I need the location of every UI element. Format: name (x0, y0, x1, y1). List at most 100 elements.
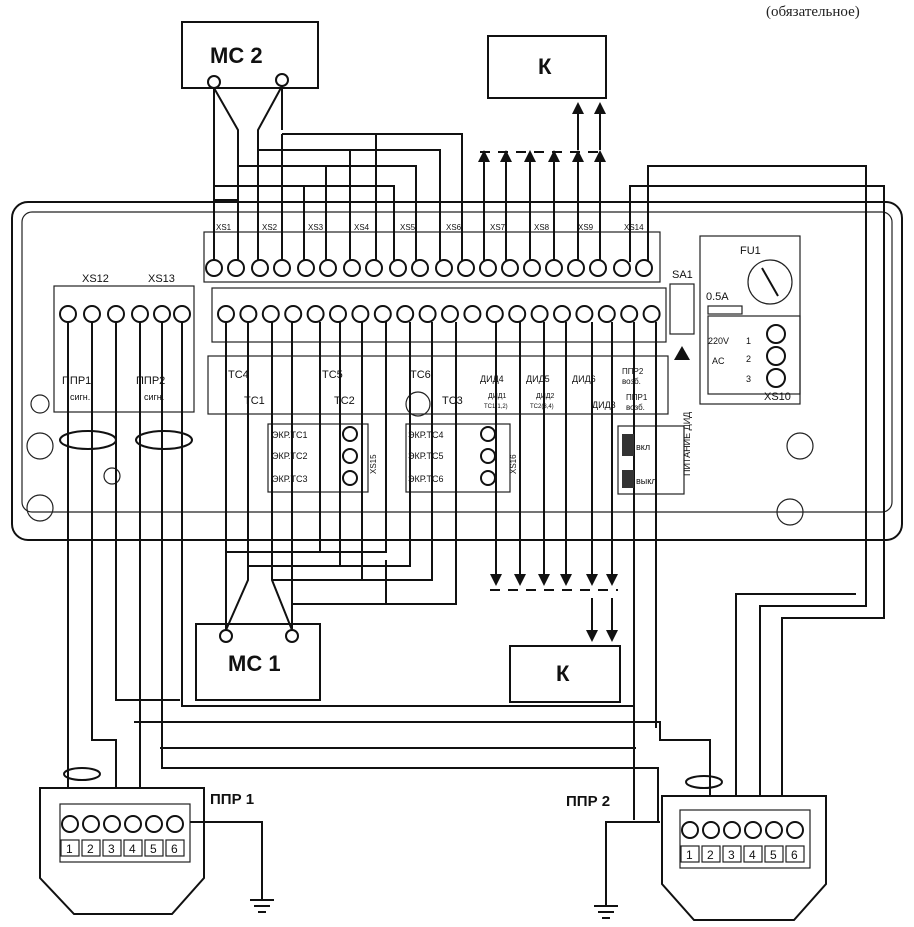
screw-terminal (205, 259, 223, 277)
screw-terminal (553, 305, 571, 323)
screen-tc5: ЭКР.ТС5 (408, 451, 444, 461)
switch-off-icon (622, 470, 634, 488)
xs-top-label: XS14 (624, 223, 644, 232)
switch-off-label: выкл (636, 476, 657, 486)
xs16-label: XS16 (509, 454, 518, 474)
ppr-terminal-box (722, 845, 742, 863)
appendix-note: (обязательное) (766, 4, 860, 20)
ppr-terminal-box (785, 845, 805, 863)
ppr2-signal-label: ППР2 (136, 375, 165, 387)
screw-terminal (613, 259, 631, 277)
ppr2-excitation-sub: возб. (622, 377, 641, 386)
screw-terminal (343, 259, 361, 277)
ppr-signal-block (53, 285, 195, 413)
xs10-label: XS10 (764, 391, 791, 403)
xs-top-label: XS1 (216, 223, 232, 232)
screw-terminal (329, 305, 347, 323)
screw-terminal (319, 259, 337, 277)
did4-label: ДИД4 (480, 374, 504, 384)
ppr-screw-terminal (681, 821, 699, 839)
screen-tc1: ЭКР.ТС1 (272, 430, 308, 440)
mc2-label: МС 2 (210, 43, 263, 68)
did3-label: ДИД3 (592, 400, 616, 410)
ppr1-signal-sub: сигн. (70, 392, 90, 402)
ppr-terminal-box (144, 839, 164, 857)
warning-triangle-icon (674, 346, 690, 360)
ppr-terminal-box (743, 845, 763, 863)
voltage-label: 220V (708, 336, 729, 346)
screen-tc2: ЭКР.ТС2 (272, 451, 308, 461)
ppr-screw-terminal (166, 815, 184, 833)
ppr-screw-terminal (723, 821, 741, 839)
ppr1-excitation-label: ППР1 (626, 393, 648, 402)
did1-label: ДИД1 (488, 393, 507, 400)
xs10-block (707, 315, 801, 395)
ppr-terminal-number: 1 (686, 848, 693, 862)
xs10-pin-2: 2 (746, 354, 751, 364)
tc4-label: ТС4 (228, 369, 249, 381)
sa1-label: SA1 (672, 269, 693, 281)
screen-terminals (342, 426, 496, 486)
screw-terminal (365, 259, 383, 277)
mounting-holes (26, 391, 814, 526)
ppr-screw-terminal (702, 821, 720, 839)
screw-terminal (306, 305, 325, 323)
ppr-screw-terminal (765, 821, 783, 839)
ppr-terminal-number: 5 (770, 848, 777, 862)
screen-tc6: ЭКР.ТС6 (408, 474, 444, 484)
screw-terminal (620, 305, 639, 323)
xs16-block (405, 423, 511, 493)
screw-terminal (545, 259, 563, 277)
k-top-block (487, 35, 607, 99)
xs-top-label: XS9 (578, 223, 594, 232)
ppr-power-switch-block (617, 425, 685, 495)
ppr-screw-terminal (61, 815, 79, 833)
ppr-screw-terminal (145, 815, 163, 833)
ppr1-unit (39, 787, 205, 915)
ppr-terminal-box (764, 845, 784, 863)
fuse-slot (761, 267, 779, 297)
screw-terminal (463, 305, 482, 323)
xs-top-label: XS2 (262, 223, 278, 232)
xs10-pin-3: 3 (746, 374, 751, 384)
tc3-label: ТС3 (442, 395, 463, 407)
ppr1-signal-label: ППР1 (62, 375, 91, 387)
mc1-terminal-1 (219, 629, 233, 643)
ppr-terminal-number: 6 (791, 848, 798, 862)
ppr2-title: ППР 2 (566, 793, 610, 810)
screw-terminal (297, 259, 315, 277)
k-bottom-label: К (556, 661, 570, 686)
xs-top-label: XS7 (490, 223, 506, 232)
screw-terminal (261, 305, 280, 323)
fuse-symbol (707, 305, 743, 315)
screw-terminal (217, 305, 235, 323)
screw-terminal (239, 305, 258, 323)
screw-terminal (479, 259, 497, 277)
mc1-wiring (225, 322, 457, 631)
screw-terminal (523, 259, 541, 277)
xs12-label: XS12 (82, 273, 109, 285)
ppr2-signal-sub: сигн. (144, 392, 164, 402)
screw-terminal (575, 305, 594, 323)
screw-terminal (418, 305, 437, 323)
screw-terminal (642, 305, 661, 323)
screw-terminal (567, 259, 585, 277)
tc6-label: ТС6 (410, 369, 431, 381)
ppr-screw-terminal (786, 821, 804, 839)
ppr-terminal-number: 4 (129, 842, 136, 856)
xs-top-label: XS6 (446, 223, 462, 232)
middle-terminal-strip (211, 287, 667, 343)
screw-terminal (227, 259, 245, 277)
k-signal-lines (478, 102, 618, 642)
ppr-terminal-box (165, 839, 185, 857)
xs10-pin-1: 1 (746, 336, 751, 346)
screw-terminal (396, 305, 415, 323)
screw-terminal (508, 305, 527, 323)
did1-sub: ТС1(1,2) (484, 404, 508, 410)
mc1-block (195, 623, 321, 701)
ppr-screw-terminal (744, 821, 762, 839)
xs10-terminal-3 (766, 368, 786, 388)
fuse-holder (747, 259, 793, 305)
mc2-wiring (213, 85, 463, 262)
